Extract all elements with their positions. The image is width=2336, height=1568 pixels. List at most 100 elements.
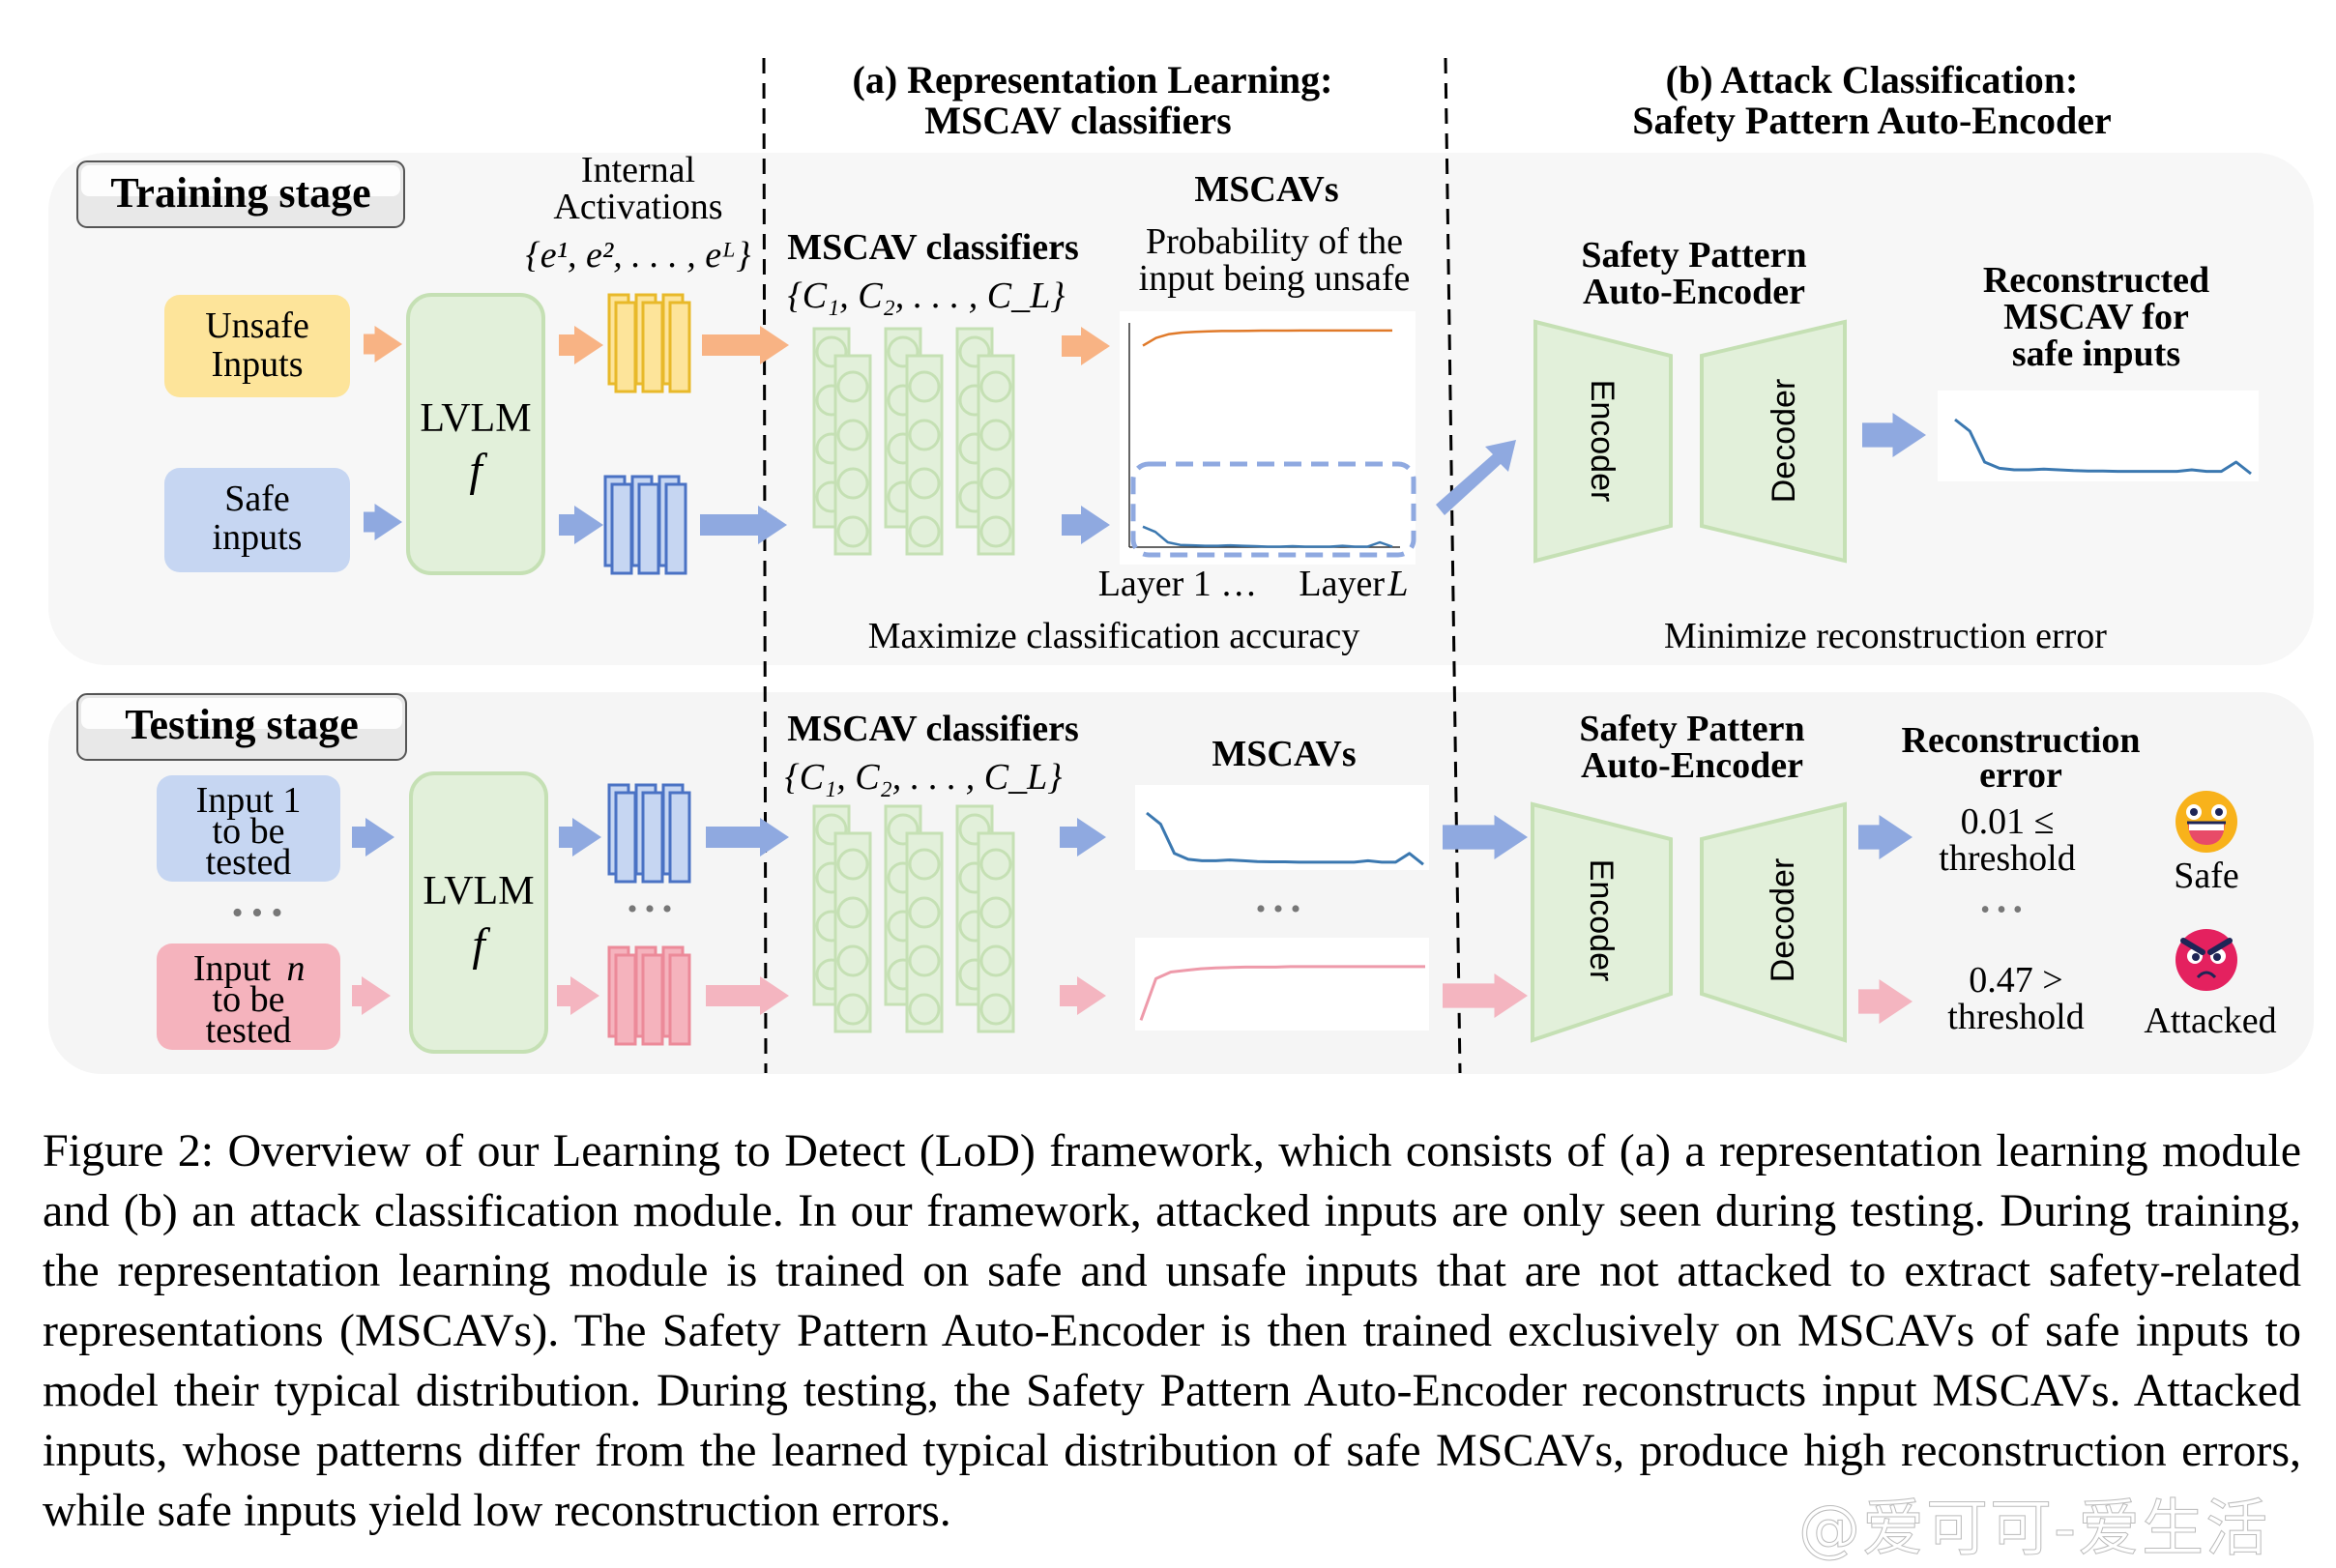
classifiers-math-train: {C₁, C₂, . . . , C_L} xyxy=(788,276,1066,316)
activation-bar xyxy=(641,301,664,393)
autoencoder-title-test-2: Auto-Encoder xyxy=(1581,745,1803,786)
neuron xyxy=(836,370,869,403)
neuron xyxy=(836,896,869,929)
results-ellipsis: • • • xyxy=(1980,895,2022,925)
neuron xyxy=(979,993,1012,1026)
mscav-plot-bg-inputn xyxy=(1135,938,1429,1031)
arrow-activations-to-classifiers-unsafe xyxy=(702,326,789,364)
neuron xyxy=(836,848,869,881)
arrow-unsafe-to-lvlm xyxy=(364,326,402,363)
x-label-end: Layer xyxy=(1299,564,1385,604)
svg-text:to be: to be xyxy=(213,811,285,852)
caption-label: Figure 2: xyxy=(43,1125,215,1176)
reconstructed-title-3: safe inputs xyxy=(2012,334,2180,374)
recon-error-title: Reconstruction xyxy=(1902,720,2141,761)
neuron xyxy=(979,370,1012,403)
safe-inputs-box: Safe inputs xyxy=(164,468,350,572)
neuron xyxy=(908,370,941,403)
neuron xyxy=(836,515,869,548)
arrow-classifiers-to-mscav-unsafe xyxy=(1062,327,1110,365)
angry-face-icon xyxy=(2175,929,2237,991)
neuron xyxy=(908,896,941,929)
figure-caption: Figure 2: Overview of our Learning to De… xyxy=(43,1121,2301,1541)
section-a-title: (a) Representation Learning: xyxy=(853,58,1333,102)
mscavs-title-test: MSCAVs xyxy=(1212,734,1356,774)
svg-text:Encoder: Encoder xyxy=(1583,859,1620,982)
neuron xyxy=(908,515,941,548)
neuron xyxy=(908,944,941,977)
neuron xyxy=(908,993,941,1026)
decoder-block-test: Decoder xyxy=(1700,801,1847,1043)
mscav-plot-bg-input1 xyxy=(1135,785,1429,870)
internal-activations-label: Internal xyxy=(581,150,695,190)
mscavs-subtitle-2: input being unsafe xyxy=(1139,258,1411,299)
arrow-mscav-to-encoder-1 xyxy=(1443,815,1528,859)
svg-text:Input 1: Input 1 xyxy=(196,780,302,821)
svg-text:n: n xyxy=(287,948,306,989)
classifiers-math-test: {C₁, C₂, . . . , C_L} xyxy=(785,757,1063,798)
svg-text:tested: tested xyxy=(206,1010,292,1051)
neuron xyxy=(908,467,941,500)
svg-text:Testing stage: Testing stage xyxy=(125,701,359,748)
arrow-lvlm-to-activations-unsafe xyxy=(559,326,603,364)
arrow-safe-to-lvlm xyxy=(364,504,402,540)
divider-b xyxy=(1444,57,1462,1074)
activations-math: {e¹, e², . . . , eᴸ} xyxy=(526,235,751,276)
safe-highlight-box xyxy=(1130,461,1416,558)
neuron xyxy=(979,944,1012,977)
activation-bar xyxy=(637,482,660,575)
mscav-line-unsafe xyxy=(1142,329,1393,347)
activations-ellipsis: • • • xyxy=(628,893,673,925)
result-n-threshold: threshold xyxy=(1947,997,2084,1037)
encoder-block-train: Encoder xyxy=(1533,319,1673,564)
activation-bar xyxy=(614,953,637,1046)
lvlm-block-train: LVLM f xyxy=(406,293,545,575)
classifiers-title-test: MSCAV classifiers xyxy=(787,709,1079,749)
watermark: @爱可可-爱生活 xyxy=(1797,1494,2270,1566)
svg-text:Encoder: Encoder xyxy=(1584,380,1621,503)
activation-stack-input-n xyxy=(607,945,691,1046)
decoder-block-train: Decoder xyxy=(1700,319,1847,564)
framework-figure: (a) Representation Learning: MSCAV class… xyxy=(76,57,2277,1074)
svg-text:Decoder: Decoder xyxy=(1765,858,1801,983)
activation-stack-unsafe xyxy=(607,293,691,393)
svg-text:Decoder: Decoder xyxy=(1766,379,1802,504)
divider-a xyxy=(762,57,768,1074)
mscav-line-input-n xyxy=(1139,965,1426,1021)
unsafe-inputs-box: Unsafe Inputs xyxy=(164,295,350,397)
activation-stack-input-1 xyxy=(607,783,691,884)
svg-text:Safe: Safe xyxy=(224,479,290,519)
svg-text:to be: to be xyxy=(213,979,285,1020)
neuron xyxy=(979,848,1012,881)
neuron xyxy=(979,515,1012,548)
recon-error-title-2: error xyxy=(1979,755,2062,796)
reconstructed-plot-bg xyxy=(1938,391,2259,481)
svg-text:LVLM: LVLM xyxy=(423,869,534,914)
encoder-block-test: Encoder xyxy=(1531,801,1673,1043)
svg-text:Unsafe: Unsafe xyxy=(205,305,309,346)
arrow-decoder-to-reconstruction xyxy=(1862,413,1926,457)
mscav-plot-bg-train xyxy=(1120,311,1416,565)
arrow-lvlm-to-activations-n xyxy=(557,976,599,1015)
arrow-decoder-to-error-1 xyxy=(1858,815,1913,859)
input-1-box: Input 1 to be tested xyxy=(157,775,340,883)
activation-bar xyxy=(610,482,633,575)
activation-bar xyxy=(664,482,687,575)
arrow-mscav-to-encoder-n xyxy=(1443,973,1528,1018)
section-b-subtitle: Safety Pattern Auto-Encoder xyxy=(1632,99,2111,142)
plot-line xyxy=(1142,329,1392,347)
neuron xyxy=(979,419,1012,451)
arrow-decoder-to-error-n xyxy=(1858,979,1913,1024)
mscavs-ellipsis: • • • xyxy=(1256,893,1301,925)
neuron xyxy=(908,419,941,451)
arrow-classifiers-to-mscav-1 xyxy=(1060,818,1106,857)
x-label-start: Layer 1 … xyxy=(1098,564,1258,604)
svg-text:Training stage: Training stage xyxy=(110,169,370,217)
reconstructed-title-1: Reconstructed xyxy=(1983,260,2209,301)
result-n-value: 0.47 > xyxy=(1969,960,2062,1001)
objective-b: Minimize reconstruction error xyxy=(1664,616,2107,656)
classifier-network-train xyxy=(812,327,1015,556)
reconstructed-mscav-line xyxy=(1954,418,2252,476)
autoencoder-title-train-2: Auto-Encoder xyxy=(1583,272,1805,312)
result-1-value: 0.01 ≤ xyxy=(1961,801,2055,842)
